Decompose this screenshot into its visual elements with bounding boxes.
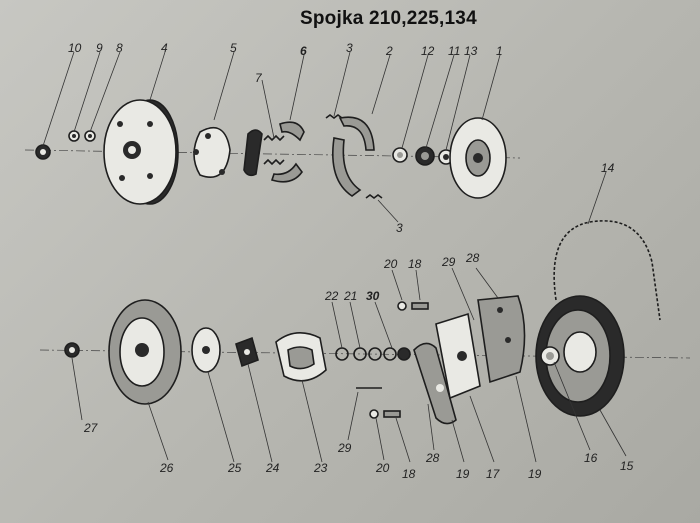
pin-18-upper [411,302,429,310]
callout-1: 1 [496,44,503,58]
callout-11: 11 [448,44,460,58]
clutch-shoes-6 [243,121,305,183]
leader-lines [42,51,627,463]
callout-29-lower: 29 [337,441,352,455]
washer-12 [392,147,408,163]
callout-26: 26 [159,461,174,475]
callout-10: 10 [68,41,82,55]
washer-9 [68,130,80,142]
callout-8: 8 [116,41,123,55]
callout-4: 4 [161,41,168,55]
clutch-drum-4 [103,99,179,205]
clutch-shoe-2 [332,116,375,197]
callout-28-lower: 28 [425,451,440,465]
callout-3-upper: 3 [346,41,353,55]
callout-13: 13 [464,44,478,58]
belt-14 [553,220,661,321]
spring-plate-5 [193,127,231,178]
disc-25 [191,327,221,373]
callout-15: 15 [620,459,634,473]
hub-1 [449,117,507,199]
callout-18-lower: 18 [402,467,416,481]
callout-20-upper: 20 [383,257,398,271]
callout-18-upper: 18 [408,257,422,271]
callout-21: 21 [343,289,357,303]
callout-19-right: 19 [528,467,542,481]
callout-17: 17 [486,467,501,481]
pin-18-lower [383,410,401,418]
nut-27 [64,342,80,358]
cover-plate-23 [275,332,327,382]
callout-30: 30 [366,289,380,303]
callout-6: 6 [300,44,307,58]
spring-3-upper [325,114,343,119]
callout-16: 16 [584,451,598,465]
callout-14: 14 [601,161,615,175]
callout-5: 5 [230,41,237,55]
lever-19-right [477,295,526,384]
callout-23: 23 [313,461,328,475]
bolt-20-upper [397,301,407,311]
washer-8 [84,130,96,142]
callout-2: 2 [385,44,393,58]
callout-20-lower: 20 [375,461,390,475]
callout-3-lower: 3 [396,221,403,235]
bolt-20-lower [369,409,379,419]
callout-24: 24 [265,461,280,475]
o-ring-30 [383,347,411,361]
plate-24 [235,336,259,368]
callout-25: 25 [227,461,242,475]
pulley-26 [108,299,182,405]
diagram-title: Spojka 210,225,134 [300,8,477,29]
callout-9: 9 [96,41,103,55]
callout-12: 12 [421,44,435,58]
bearing-11 [415,146,435,166]
bracket-17 [435,312,481,400]
callout-19-left: 19 [456,467,470,481]
callout-7: 7 [255,71,263,85]
callout-22: 22 [324,289,339,303]
nut-10 [35,144,51,160]
callout-labels: 10 9 8 4 5 6 7 3 2 12 11 13 1 3 14 20 18… [68,41,634,481]
callout-27: 27 [83,421,99,435]
ring-16 [540,346,560,366]
callout-28-upper: 28 [465,251,480,265]
lever-19-left [413,342,457,425]
springs-7 [263,134,285,166]
upper-axis [24,149,521,159]
spring-3-lower [365,194,383,199]
callout-29-upper: 29 [441,255,456,269]
toothed-pulley-15 [535,295,625,417]
